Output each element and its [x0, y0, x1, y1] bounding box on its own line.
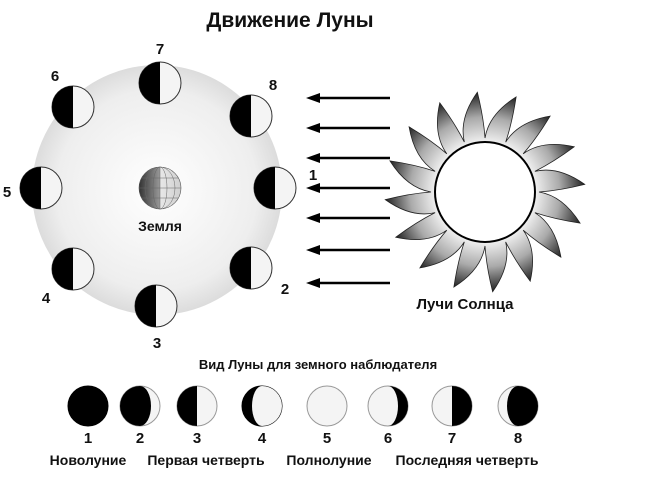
orbit-position-number: 3: [153, 335, 161, 352]
orbit-position-number: 1: [309, 167, 317, 184]
phase-number: 5: [323, 430, 331, 447]
orbit-moon-8: [229, 94, 273, 138]
ray-arrow-icon: [306, 278, 390, 288]
ray-arrow-icon: [306, 245, 390, 255]
moon-dark-half: [20, 167, 41, 209]
ray-arrow-icon: [306, 93, 390, 103]
sun-rays-arrows: [306, 93, 390, 288]
earth-label: Земля: [138, 218, 182, 234]
orbit-moon-2: [229, 246, 273, 290]
moon-dark-half: [52, 86, 73, 128]
sun-label: Лучи Солнца: [417, 296, 515, 313]
phase-moon-waxing-crescent: [119, 385, 161, 427]
phase-name-new: Новолуние: [50, 452, 127, 468]
phase-moon-waning-crescent: [497, 385, 539, 427]
moon-shadow: [507, 386, 538, 426]
sun-disk: [434, 141, 536, 243]
phase-name-first-quarter: Первая четверть: [147, 452, 265, 468]
phase-moon-full: [306, 385, 348, 427]
phase-moon-first-quarter: [176, 385, 218, 427]
moon-dark-half: [135, 285, 156, 327]
moon-shadow: [177, 386, 197, 426]
phase-moon-new: [67, 385, 109, 427]
diagram-title: Движение Луны: [206, 9, 373, 32]
orbit-moon-5: [19, 166, 63, 210]
observed-phases-row: 1 2 3 4 5 6 7 8: [67, 385, 539, 447]
ray-arrow-icon: [306, 123, 390, 133]
phase-number: 2: [136, 430, 144, 447]
orbit-position-number: 4: [42, 290, 51, 307]
orbit-position-number: 7: [156, 41, 164, 58]
phase-number: 6: [384, 430, 392, 447]
orbit-moon-7: [138, 61, 182, 105]
orbit-moons: [19, 61, 297, 328]
moon-shadow: [388, 386, 408, 426]
moon-dark-half: [230, 95, 251, 137]
moon-dark-half: [139, 62, 160, 104]
orbit-position-number: 5: [3, 184, 11, 201]
phase-moon-waning-gibbous: [367, 385, 409, 427]
orbit-moon-3: [134, 284, 178, 328]
moon-dark-half: [52, 248, 73, 290]
ray-arrow-icon: [306, 153, 390, 163]
orbit-position-number: 8: [269, 77, 277, 94]
phase-name-last-quarter: Последняя четверть: [396, 452, 539, 468]
moon-shadow: [252, 386, 282, 426]
orbit-moon-6: [51, 85, 95, 129]
orbit-moon-1: [253, 166, 297, 210]
moon-dark-half: [254, 167, 275, 209]
orbit-position-number: 2: [281, 281, 289, 298]
phase-moon-waxing-gibbous: [241, 385, 283, 427]
phase-name-full: Полнолуние: [286, 452, 371, 468]
ray-arrow-icon: [306, 183, 390, 193]
moon-disk: [67, 385, 109, 427]
phase-number: 1: [84, 430, 92, 447]
orbit-position-number: 6: [51, 68, 59, 85]
moon-dark-half: [230, 247, 251, 289]
orbit-position-labels: 1 2 3 4 5 6 7 8: [3, 41, 317, 352]
moon-disk: [306, 385, 348, 427]
phase-number: 3: [193, 430, 201, 447]
phase-number: 7: [448, 430, 456, 447]
moon-shadow: [120, 386, 151, 426]
observer-title: Вид Луны для земного наблюдателя: [199, 357, 437, 372]
phase-moon-last-quarter: [431, 385, 473, 427]
orbit-moon-4: [51, 247, 95, 291]
phase-number: 8: [514, 430, 522, 447]
ray-arrow-icon: [306, 213, 390, 223]
phase-number: 4: [258, 430, 267, 447]
sun: [384, 91, 586, 293]
earth: Земля: [138, 166, 182, 234]
moon-shadow: [452, 386, 472, 426]
